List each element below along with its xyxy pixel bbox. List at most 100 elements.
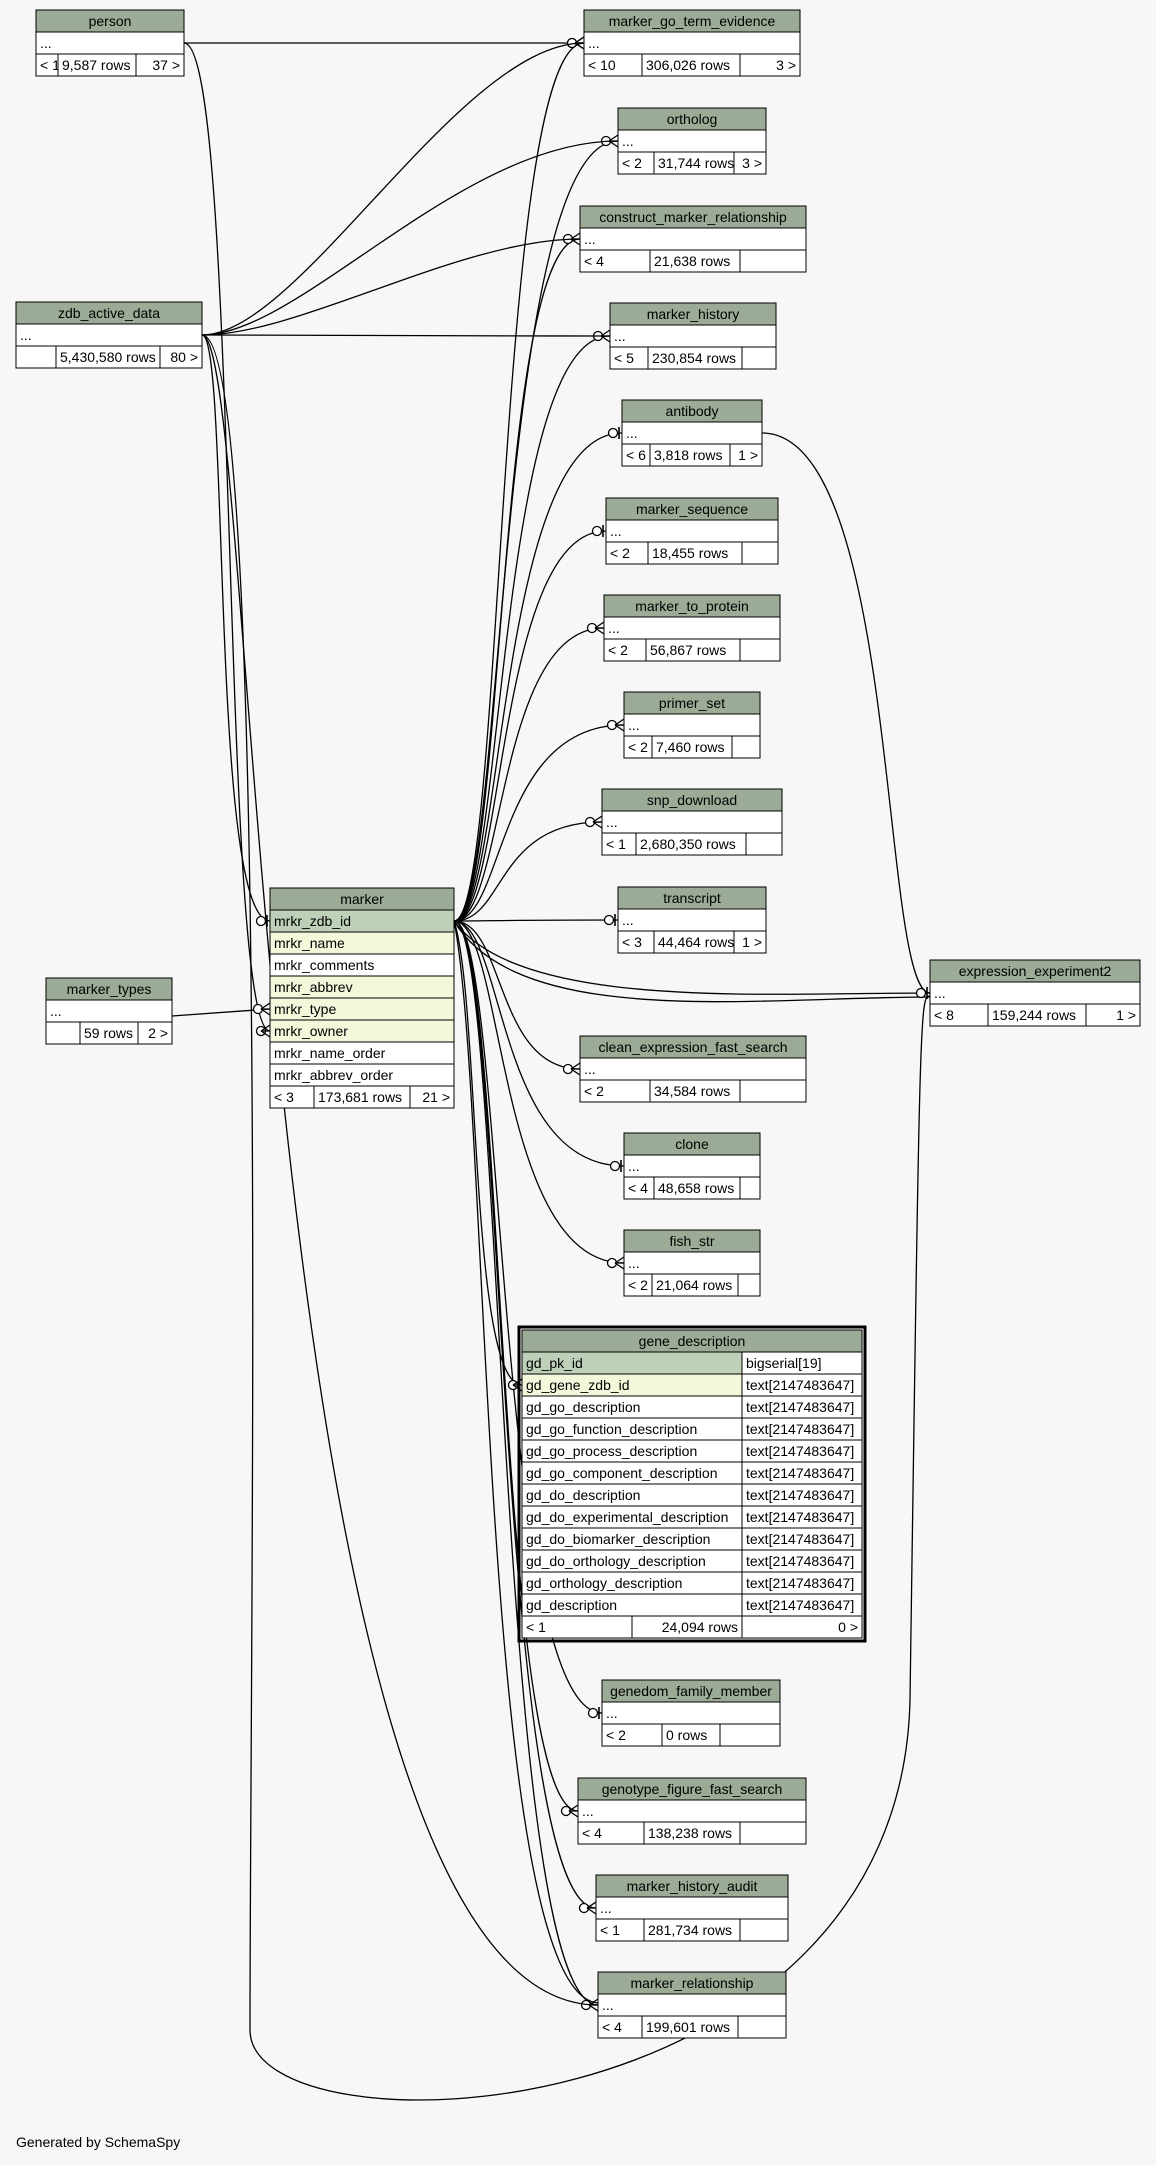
column-row: ...	[579, 1057, 807, 1081]
footer-rows: 59 rows	[84, 1025, 133, 1041]
column-name: mrkr_abbrev_order	[274, 1067, 393, 1083]
optional-marker	[915, 987, 927, 999]
footer-rows: 230,854 rows	[652, 350, 736, 366]
footer-rows: 306,026 rows	[646, 57, 730, 73]
footer-children: 1 >	[738, 447, 758, 463]
column-name: gd_go_component_description	[526, 1465, 717, 1481]
marker-to-marker-relationship	[453, 920, 599, 2006]
table-title: primer_set	[659, 695, 725, 711]
column-name: gd_do_description	[526, 1487, 640, 1503]
table-title: zdb_active_data	[58, 305, 160, 321]
generated-by-footer: Generated by SchemaSpy	[16, 2134, 181, 2150]
column-name: gd_do_experimental_description	[526, 1509, 728, 1525]
table-title: marker_go_term_evidence	[609, 13, 776, 29]
footer-rows: 9,587 rows	[62, 57, 130, 73]
footer-parents: < 6	[626, 447, 646, 463]
table-title: marker_history	[647, 306, 740, 322]
column-row: ...	[617, 129, 767, 153]
footer-children: 3 >	[776, 57, 796, 73]
column-row: ...	[603, 616, 781, 640]
column-type: text[2147483647]	[746, 1575, 854, 1591]
footer-parents: < 3	[274, 1089, 294, 1105]
column-row: mrkr_abbrev	[269, 975, 455, 999]
table-title: fish_str	[669, 1233, 714, 1249]
footer-parents: < 2	[628, 739, 648, 755]
column-row: ...	[601, 1701, 781, 1725]
column-name: ...	[608, 620, 620, 636]
marker-to-snp-download	[453, 821, 603, 922]
footer-parents: < 10	[588, 57, 616, 73]
column-type: bigserial[19]	[746, 1355, 822, 1371]
footer-children: 80 >	[170, 349, 198, 365]
column-name: ...	[602, 1997, 614, 2013]
antibody-to-expression-experiment2	[761, 432, 931, 994]
many-marker	[570, 1062, 581, 1076]
footer-parents: < 1	[600, 1922, 620, 1938]
marker-to-expression-experiment2-b	[453, 920, 931, 1003]
footer-rows: 44,464 rows	[658, 934, 734, 950]
column-row: ...	[601, 810, 783, 834]
column-name: gd_gene_zdb_id	[526, 1377, 630, 1393]
column-type: text[2147483647]	[746, 1531, 854, 1547]
footer-rows: 7,460 rows	[656, 739, 724, 755]
column-name: ...	[622, 912, 634, 928]
zdb-active-data-to-marker-relationship	[201, 334, 599, 2006]
footer-rows: 2,680,350 rows	[640, 836, 736, 852]
marker-to-clone	[453, 920, 625, 1167]
table-title: marker_sequence	[636, 501, 748, 517]
many-marker	[568, 1804, 579, 1818]
column-name: gd_orthology_description	[526, 1575, 682, 1591]
footer-rows: 34,584 rows	[654, 1083, 730, 1099]
column-row: gd_do_experimental_description text[21474…	[521, 1505, 863, 1529]
table-title: construct_marker_relationship	[599, 209, 787, 225]
column-name: ...	[50, 1003, 62, 1019]
footer-children: 37 >	[152, 57, 180, 73]
footer-parents: < 2	[606, 1727, 626, 1743]
column-name: ...	[584, 1061, 596, 1077]
marker-to-transcript	[453, 919, 619, 922]
marker-to-marker-history	[453, 335, 611, 922]
column-row: ...	[609, 324, 777, 348]
optional-marker	[591, 525, 603, 537]
column-type: text[2147483647]	[746, 1597, 854, 1613]
footer-children: 1 >	[742, 934, 762, 950]
column-name: ...	[628, 1158, 640, 1174]
optional-marker	[607, 427, 619, 439]
column-name: ...	[584, 231, 596, 247]
table-marker[interactable]: markermrkr_zdb_idmrkr_namemrkr_commentsm…	[269, 887, 455, 1109]
column-type: text[2147483647]	[746, 1509, 854, 1525]
column-row: ...	[595, 1896, 789, 1920]
optional-marker	[603, 914, 615, 926]
